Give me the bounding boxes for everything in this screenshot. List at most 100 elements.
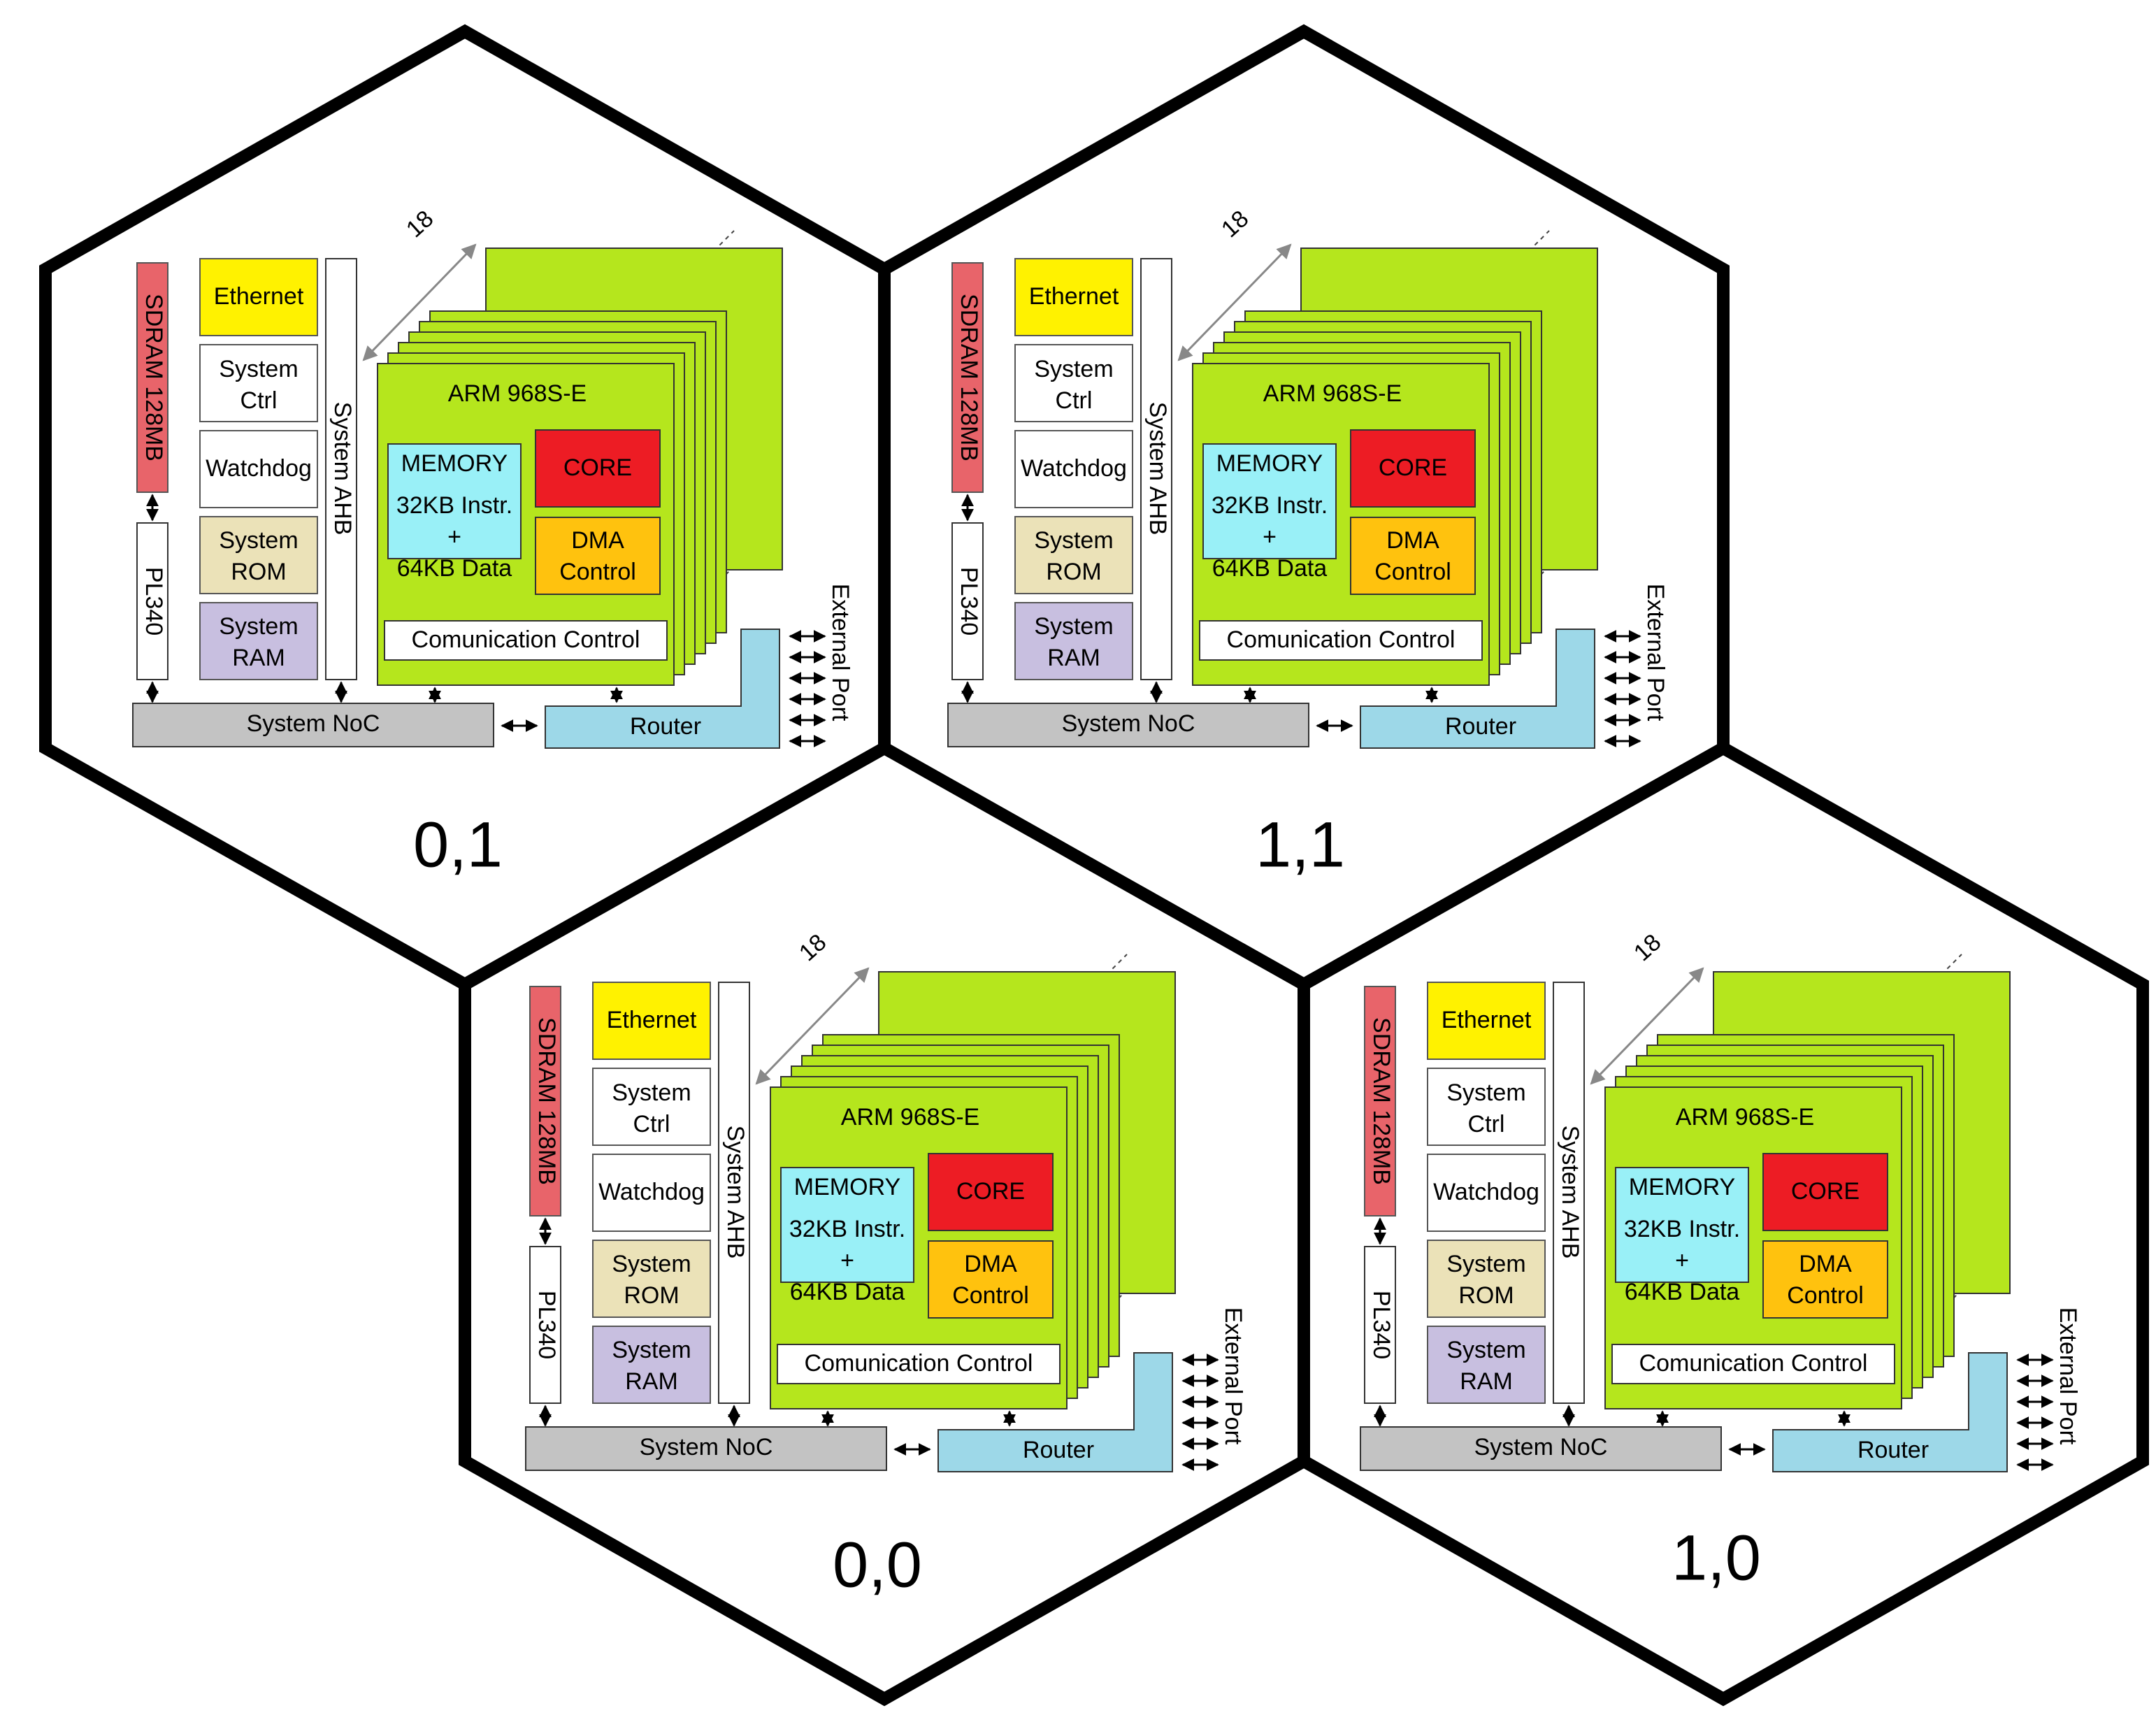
hex-node: SDRAM 128MB PL340 Ethernet System Ctrl W…	[878, 24, 1730, 992]
system-noc-label: System NoC	[640, 1434, 773, 1461]
system-ahb-bus	[325, 258, 357, 680]
sdram-label: SDRAM 128MB	[1368, 1017, 1395, 1185]
arm-title: ARM 968S-E	[1263, 380, 1402, 407]
system-ahb-bus	[718, 982, 750, 1404]
external-port-label: External Port	[2055, 1307, 2081, 1445]
external-port-label: External Port	[1642, 584, 1669, 722]
sdram-block	[951, 262, 984, 493]
memory-block	[1202, 443, 1337, 559]
memory-label: +	[1675, 1247, 1689, 1274]
system-ctrl-label: Ctrl	[1468, 1111, 1505, 1138]
sdram-block	[136, 262, 168, 493]
system-ctrl-block	[1427, 1068, 1546, 1146]
core-block	[928, 1153, 1054, 1231]
sdram-block	[529, 986, 561, 1217]
system-noc-bus	[132, 703, 494, 747]
system-ctrl-label: Ctrl	[633, 1111, 670, 1138]
chip-block: SDRAM 128MB PL340 Ethernet System Ctrl W…	[1360, 929, 2081, 1472]
watchdog-label: Watchdog	[206, 455, 312, 482]
router-label: Router	[630, 713, 701, 740]
pl340-block	[951, 522, 984, 680]
memory-block	[1615, 1167, 1749, 1283]
system-ctrl-label: Ctrl	[1056, 387, 1093, 414]
comm-control-label: Comunication Control	[1227, 626, 1456, 653]
router-block	[545, 629, 780, 749]
router-label: Router	[1023, 1437, 1094, 1463]
system-ram-block	[592, 1326, 711, 1404]
router-block	[1772, 1352, 2008, 1472]
system-noc-label: System NoC	[247, 710, 380, 737]
system-ahb-bus	[1553, 982, 1585, 1404]
watchdog-label: Watchdog	[598, 1179, 705, 1205]
router-block	[1360, 629, 1595, 749]
pl340-label: PL340	[141, 567, 167, 636]
system-rom-label: System	[612, 1251, 691, 1277]
memory-block	[780, 1167, 914, 1283]
system-rom-label: ROM	[1046, 559, 1101, 585]
memory-label: 64KB Data	[1625, 1279, 1740, 1305]
watchdog-block	[1014, 430, 1133, 508]
dma-label: Control	[1374, 559, 1451, 585]
dma-label: DMA	[1386, 527, 1439, 554]
arm-title: ARM 968S-E	[1676, 1104, 1814, 1131]
pl340-block	[136, 522, 168, 680]
system-ahb-label: System AHB	[1144, 402, 1171, 536]
system-ahb-label: System AHB	[1557, 1126, 1583, 1259]
ethernet-block	[1014, 258, 1133, 336]
node-coordinate-label: 0,0	[833, 1529, 922, 1600]
system-ctrl-label: System	[1034, 356, 1113, 382]
system-ctrl-label: System	[219, 356, 298, 382]
system-rom-block	[199, 516, 318, 594]
pl340-block	[1364, 1246, 1396, 1404]
sdram-label: SDRAM 128MB	[956, 294, 982, 461]
system-ahb-label: System AHB	[722, 1126, 749, 1259]
external-port-label: External Port	[827, 584, 854, 722]
ethernet-label: Ethernet	[214, 283, 304, 310]
pl340-label: PL340	[1368, 1291, 1395, 1359]
chip-block: SDRAM 128MB PL340 Ethernet System Ctrl W…	[525, 929, 1246, 1472]
system-noc-bus	[1360, 1426, 1722, 1471]
watchdog-block	[199, 430, 318, 508]
system-ram-label: System	[612, 1337, 691, 1363]
core-label: CORE	[1791, 1178, 1860, 1205]
node-coordinate-label: 0,1	[413, 809, 503, 880]
arm-title: ARM 968S-E	[448, 380, 587, 407]
memory-label: MEMORY	[401, 450, 508, 477]
system-rom-label: System	[1034, 527, 1113, 554]
dma-label: Control	[559, 559, 636, 585]
router-block	[937, 1352, 1173, 1472]
dma-label: DMA	[964, 1251, 1017, 1277]
router-label: Router	[1445, 713, 1516, 740]
system-ctrl-block	[1014, 344, 1133, 422]
system-rom-label: ROM	[1458, 1282, 1514, 1309]
node-coordinate-label: 1,1	[1256, 809, 1345, 880]
memory-label: MEMORY	[794, 1174, 900, 1200]
system-ctrl-label: System	[612, 1079, 691, 1106]
comm-control-block	[1199, 620, 1483, 661]
system-ctrl-label: Ctrl	[240, 387, 278, 414]
pl340-label: PL340	[956, 567, 982, 636]
watchdog-block	[592, 1154, 711, 1232]
chip-block: SDRAM 128MB PL340 Ethernet System Ctrl W…	[132, 206, 854, 749]
dma-block	[928, 1240, 1054, 1319]
system-ram-label: RAM	[1047, 645, 1100, 671]
memory-label: MEMORY	[1216, 450, 1323, 477]
router-label: Router	[1857, 1437, 1929, 1463]
ethernet-label: Ethernet	[1029, 283, 1119, 310]
dma-block	[1350, 517, 1476, 595]
system-rom-label: ROM	[231, 559, 286, 585]
core-label: CORE	[563, 454, 632, 481]
memory-label: MEMORY	[1629, 1174, 1735, 1200]
system-ctrl-block	[592, 1068, 711, 1146]
system-ram-label: System	[1446, 1337, 1525, 1363]
memory-label: 32KB Instr.	[396, 492, 512, 519]
ethernet-block	[199, 258, 318, 336]
system-ram-block	[1014, 602, 1133, 680]
memory-label: 32KB Instr.	[1624, 1216, 1740, 1242]
system-noc-label: System NoC	[1062, 710, 1195, 737]
system-noc-bus	[525, 1426, 887, 1471]
pl340-block	[529, 1246, 561, 1404]
core-label: CORE	[1379, 454, 1447, 481]
system-ram-label: RAM	[1460, 1368, 1513, 1395]
